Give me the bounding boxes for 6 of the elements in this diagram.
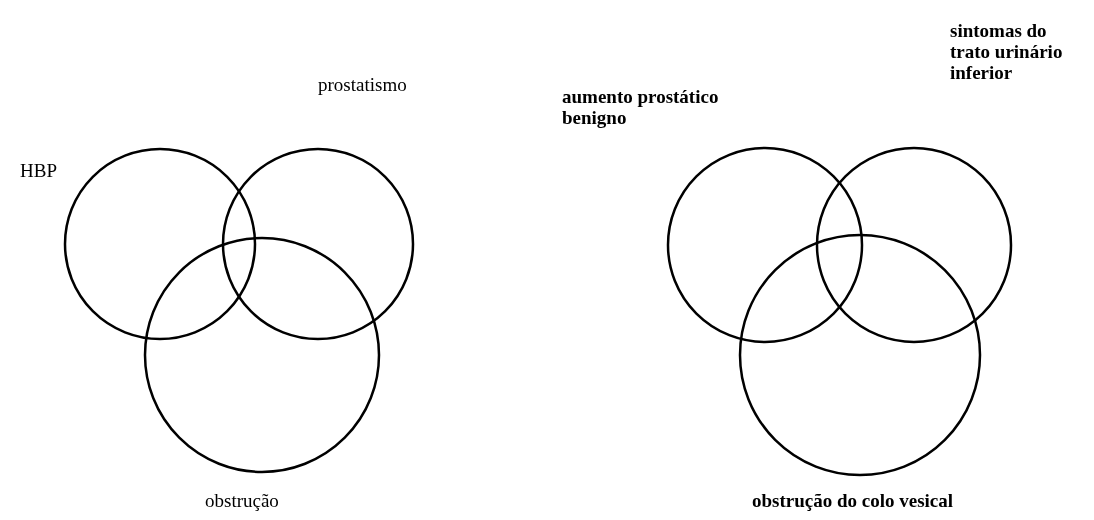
- set-label: aumento prostático benigno: [562, 86, 720, 128]
- set-label: obstrução do colo vesical: [752, 490, 955, 511]
- set-label: sintomas do trato urinário inferior: [950, 20, 1064, 83]
- set-label: obstrução: [205, 490, 280, 511]
- set-label: HBP: [20, 160, 58, 181]
- set-label: prostatismo: [318, 74, 408, 95]
